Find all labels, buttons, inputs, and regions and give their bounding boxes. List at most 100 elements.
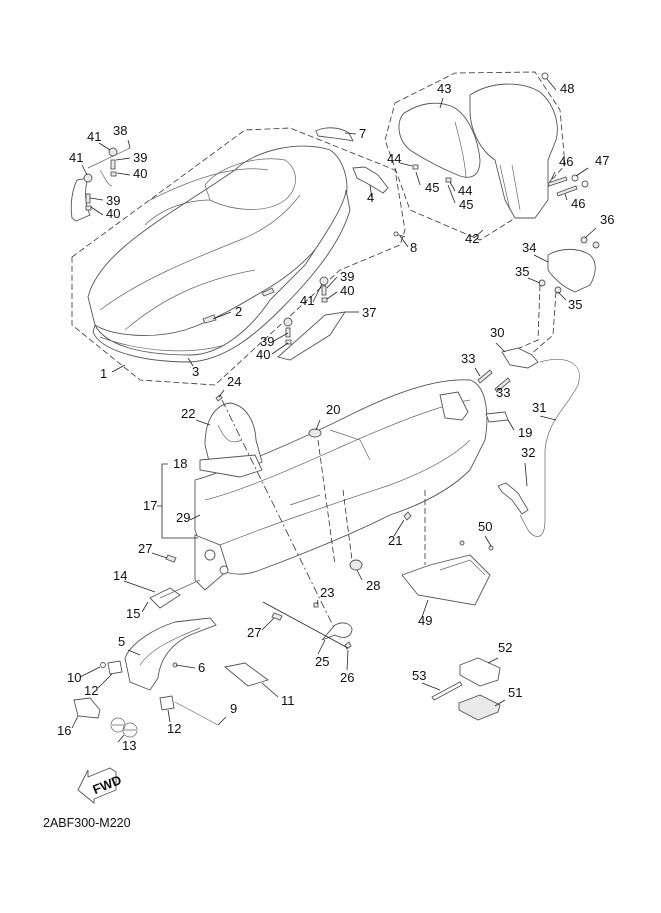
callout-c27a: 27 [138,541,152,556]
callout-c2: 2 [235,304,242,319]
part-30-lever [501,347,539,369]
callout-leader-c7 [344,132,357,135]
callout-c19: 19 [518,425,532,440]
callout-leader-c2 [212,311,232,320]
part-12-collar-a [107,660,123,675]
part-9-bolt [174,701,219,726]
callout-c10: 10 [67,670,81,685]
callout-c27b: 27 [247,625,261,640]
part-34-lock-assy [547,248,596,293]
callout-leader-c45a [415,171,421,186]
callout-c40d: 40 [256,347,270,362]
callout-c46a: 46 [559,154,573,169]
callout-leader-c51 [494,699,506,707]
part-11-label [223,662,269,687]
part-27-bolt-b [271,612,283,621]
callout-c23: 23 [320,585,334,600]
callout-c48: 48 [560,81,574,96]
callout-c5: 5 [118,634,125,649]
callout-c33a: 33 [461,351,475,366]
seat [87,145,351,363]
callout-leader-c39a [115,157,131,161]
callout-leader-c15 [141,601,149,613]
callout-leader-c36 [584,227,597,239]
callout-leader-c48 [546,78,557,91]
callout-c39d: 39 [260,334,274,349]
callout-c51: 51 [508,685,522,700]
callout-c40b: 40 [106,206,120,221]
callout-c32: 32 [521,445,535,460]
part-19-pad [485,411,509,423]
callout-leader-c11 [261,682,279,698]
callout-leader-c27b [261,617,275,631]
callout-c15: 15 [126,606,140,621]
callout-leader-c6 [175,664,196,669]
part-47-cap-a [571,174,579,182]
callout-leader-c39b [89,197,104,201]
part-5-stand [124,617,217,691]
callout-c11: 11 [281,693,295,708]
callout-leader-c46a [549,171,556,183]
callout-c1: 1 [100,366,107,381]
callout-c18: 18 [173,456,187,471]
part-25-bracket [321,622,353,641]
part-23-nut [313,602,319,608]
drawing-code: 2ABF300-M220 [43,816,131,830]
callout-leader-c53 [421,682,441,691]
part-20-cap [308,428,322,438]
callout-leader-c43 [439,97,444,109]
part-21-screw [403,511,412,521]
callout-c53: 53 [412,668,426,683]
callout-c12a: 12 [84,683,98,698]
seat-group-outline [71,127,406,386]
callout-leader-c47 [575,167,589,177]
callout-leader-c52 [487,657,499,664]
part-36-nut-a [580,236,588,244]
callout-c30: 30 [490,325,504,340]
callout-leader-c33b [497,387,501,391]
callout-c9: 9 [230,701,237,716]
callout-leader-c46b [564,193,568,201]
part-22-cover [204,402,263,473]
callout-c49: 49 [418,613,432,628]
fwd-arrow-icon: FWD [77,767,124,804]
callout-leader-c41a [98,142,111,151]
callout-leader-c39c [326,276,338,289]
part-27-bolt-a [165,554,177,563]
seat-latch-bracket [70,147,131,222]
callout-leader-c12b [167,709,171,723]
callout-c44a: 44 [387,151,401,166]
callout-c46b: 46 [571,196,585,211]
callout-leader-c16 [71,715,79,729]
callout-leader-c41b [81,164,88,176]
callout-c35a: 35 [515,264,529,279]
callout-leader-c25 [317,639,326,655]
part-48-cap [541,72,549,80]
callout-leader-c27a [151,552,168,559]
callout-c21: 21 [388,533,402,548]
part-49-under-cover [401,554,491,606]
callout-c16: 16 [57,723,71,738]
callout-leader-c4 [369,184,373,200]
part-7-bumper [315,127,354,142]
callout-c28: 28 [366,578,380,593]
callout-leader-c39d [271,332,289,343]
callout-c25: 25 [315,654,329,669]
callout-leader-c34 [533,254,549,263]
callout-leader-c35a [527,277,541,284]
callout-c39c: 39 [340,269,354,284]
part-37-guide [277,311,346,361]
part-32-sensor [497,482,529,515]
callout-c22: 22 [181,406,195,421]
callout-c7: 7 [359,126,366,141]
callout-c33b: 33 [496,385,510,400]
callout-c45a: 45 [425,180,439,195]
part-10-pin [100,662,106,668]
callout-leader-c23 [316,599,319,605]
callout-c39a: 39 [133,150,147,165]
callout-leader-c19 [507,419,515,431]
callout-leader-c3 [187,357,194,367]
callout-leader-c30 [495,342,506,353]
callout-leader-c40d [271,342,289,355]
callout-leader-c44b [449,181,456,192]
